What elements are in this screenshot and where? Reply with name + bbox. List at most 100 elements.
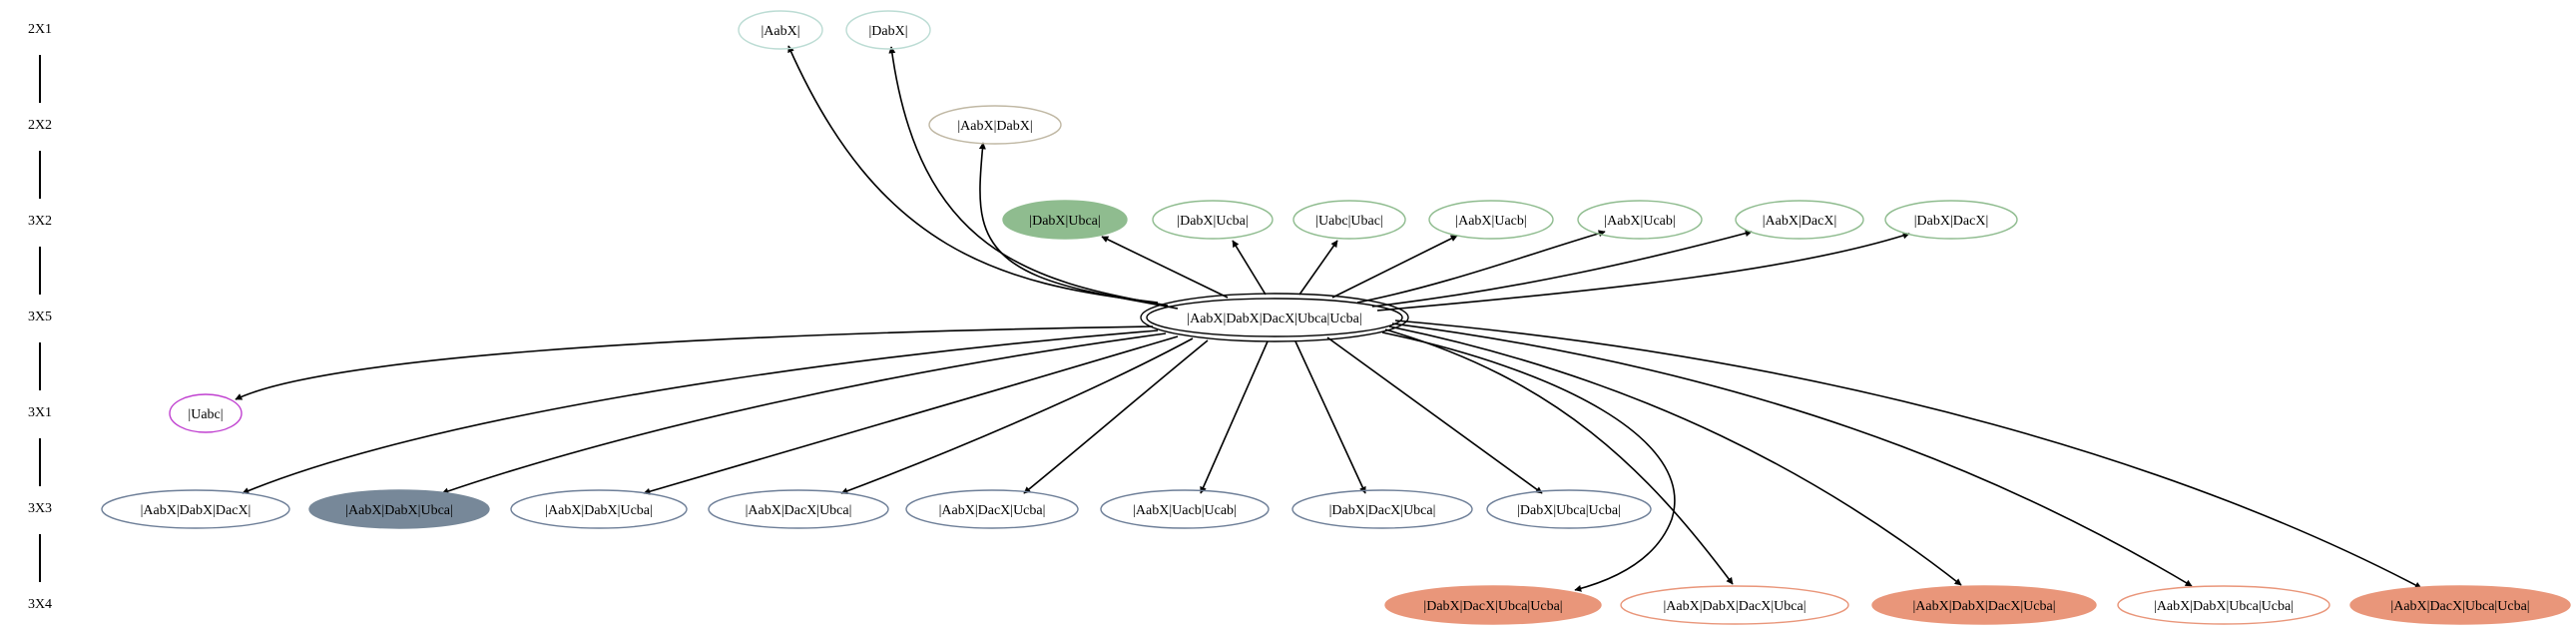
node-aabx-dabx-ubca[interactable]: |AabX|DabX|Ubca|: [308, 489, 490, 529]
node-shape: [928, 105, 1062, 145]
node-dabx-ubca-ucba[interactable]: |DabX|Ubca|Ucba|: [1486, 489, 1652, 529]
node-shape: [845, 10, 931, 50]
edge: [235, 325, 1154, 400]
node-shape: [738, 10, 823, 50]
edge: [1200, 340, 1269, 494]
edge: [441, 332, 1167, 495]
node-aabx-dabx-ubca-ucba[interactable]: |AabX|DabX|Ubca|Ucba|: [2117, 585, 2330, 625]
node-uabc-ubac[interactable]: |Uabc|Ubac|: [1292, 200, 1406, 240]
edge: [1101, 236, 1229, 299]
edge: [978, 142, 1179, 310]
node-shape: [1620, 585, 1849, 625]
node-shape: [510, 489, 688, 529]
node-label: |AabX|DabX|DacX|Ucba|: [1912, 599, 2055, 614]
edge: [1394, 319, 2422, 589]
node-label: |DabX|Ubca|: [1029, 214, 1100, 229]
node-label: |DabX|DacX|Ubca|: [1329, 503, 1436, 518]
node-label: |DabX|: [868, 24, 907, 39]
node-label: |DabX|DacX|: [1914, 214, 1989, 229]
rank-label-3x5: 3X5: [28, 310, 52, 324]
node-shape: [905, 489, 1079, 529]
edge: [1294, 340, 1366, 494]
node-dabx[interactable]: |DabX|: [845, 10, 931, 50]
node-shape: [101, 489, 290, 529]
node-aabx-uacb[interactable]: |AabX|Uacb|: [1428, 200, 1554, 240]
node-shape: [1486, 489, 1652, 529]
node-label: |AabX|Uacb|: [1455, 214, 1526, 229]
edge: [1023, 339, 1209, 494]
node-label: |DabX|Ubca|Ucba|: [1517, 503, 1621, 518]
edge: [840, 337, 1194, 495]
edge: [787, 45, 1159, 304]
node-shape: [1152, 200, 1274, 240]
node-aabx-dabx-dacx-ucba[interactable]: |AabX|DabX|DacX|Ucba|: [1871, 585, 2097, 625]
edges: [235, 45, 2422, 592]
node-aabx-dabx-ucba[interactable]: |AabX|DabX|Ucba|: [510, 489, 688, 529]
node-dabx-dacx-ubca-ucba[interactable]: |DabX|DacX|Ubca|Ucba|: [1384, 585, 1602, 625]
node-label: |AabX|DabX|Ucba|: [545, 503, 653, 518]
node-shape: [1100, 489, 1270, 529]
node-shape: [1871, 585, 2097, 625]
node-aabx-dacx-ubca[interactable]: |AabX|DacX|Ubca|: [708, 489, 889, 529]
node-shape: [1291, 489, 1473, 529]
node-uabc[interactable]: |Uabc|: [169, 393, 243, 433]
node-label: |AabX|DacX|Ucba|: [939, 503, 1046, 518]
node-aabx-dabx-dacx-ubca[interactable]: |AabX|DabX|DacX|Ubca|: [1620, 585, 1849, 625]
edge: [1376, 232, 1910, 312]
node-dabx-ubca[interactable]: |DabX|Ubca|: [1002, 200, 1128, 240]
rank-label-2x1: 2X1: [28, 22, 52, 37]
node-shape: [2349, 585, 2571, 625]
node-aabx[interactable]: |AabX|: [738, 10, 823, 50]
node-label: |AabX|Ucab|: [1604, 214, 1675, 229]
edge: [242, 329, 1159, 494]
node-shape: [1577, 200, 1703, 240]
node-label: |DabX|DacX|Ubca|Ucba|: [1423, 599, 1562, 614]
node-label: |AabX|DabX|DacX|Ubca|Ucba|: [1187, 312, 1361, 326]
node-shape: [1384, 585, 1602, 625]
edge: [643, 335, 1179, 495]
node-aabx-ucab[interactable]: |AabX|Ucab|: [1577, 200, 1703, 240]
node-shape: [1292, 200, 1406, 240]
node-label: |AabX|DabX|DacX|: [141, 503, 252, 518]
node-label: |AabX|: [761, 24, 799, 39]
node-label: |AabX|DabX|DacX|Ubca|: [1663, 599, 1805, 614]
node-aabx-dacx-ubca-ucba[interactable]: |AabX|DacX|Ubca|Ucba|: [2349, 585, 2571, 625]
edge: [1371, 230, 1753, 308]
rank-label-3x2: 3X2: [28, 214, 52, 229]
node-dabx-dacx-ubca[interactable]: |DabX|DacX|Ubca|: [1291, 489, 1473, 529]
node-aabx-dabx[interactable]: |AabX|DabX|: [928, 105, 1062, 145]
edge: [1326, 336, 1543, 494]
node-shape: [708, 489, 889, 529]
edge: [1384, 328, 1734, 585]
node-shape: [1884, 200, 2018, 240]
node-shape: [2117, 585, 2330, 625]
node-aabx-dabx-dacx[interactable]: |AabX|DabX|DacX|: [101, 489, 290, 529]
node-label: |AabX|Uacb|Ucab|: [1133, 503, 1237, 518]
edge: [1391, 322, 2193, 587]
node-dabx-ucba[interactable]: |DabX|Ucba|: [1152, 200, 1274, 240]
edge: [1381, 331, 1676, 592]
edge: [1298, 240, 1338, 296]
node-outer-ring: [1140, 293, 1409, 342]
node-aabx-dabx-dacx-ubca-ucba[interactable]: |AabX|DabX|DacX|Ubca|Ucba|: [1140, 293, 1409, 342]
node-aabx-uacb-ucab[interactable]: |AabX|Uacb|Ucab|: [1100, 489, 1270, 529]
node-label: |Uabc|Ubac|: [1315, 214, 1382, 229]
nodes: |AabX| |DabX| |AabX|DabX| |DabX|Ubca| |D…: [101, 10, 2571, 625]
node-dabx-dacx[interactable]: |DabX|DacX|: [1884, 200, 2018, 240]
node-label: |AabX|DabX|Ubca|Ucba|: [2154, 599, 2294, 614]
rank-label-2x2: 2X2: [28, 118, 52, 133]
rank-label-3x3: 3X3: [28, 501, 52, 516]
node-shape: [1428, 200, 1554, 240]
node-aabx-dacx-ucba[interactable]: |AabX|DacX|Ucba|: [905, 489, 1079, 529]
node-shape: [308, 489, 490, 529]
edge: [888, 46, 1169, 307]
node-label: |DabX|Ucba|: [1177, 214, 1248, 229]
node-shape: [1002, 200, 1128, 240]
edge: [1356, 230, 1606, 304]
node-label: |Uabc|: [188, 407, 223, 422]
edge: [1331, 235, 1458, 299]
node-aabx-dacx[interactable]: |AabX|DacX|: [1735, 200, 1864, 240]
node-label: |AabX|DabX|: [957, 119, 1032, 134]
rank-label-3x4: 3X4: [28, 597, 52, 612]
